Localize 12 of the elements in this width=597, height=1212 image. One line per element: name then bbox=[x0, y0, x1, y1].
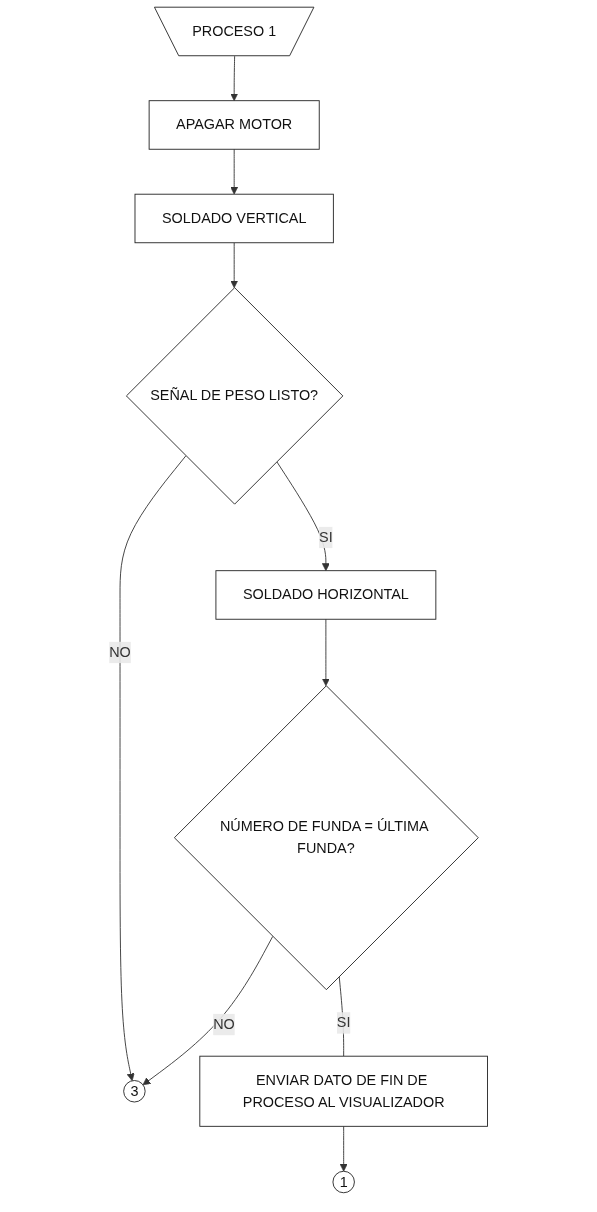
edge-label: SI bbox=[319, 529, 333, 545]
node-circle: 1 bbox=[332, 1170, 355, 1194]
edge-label: NO bbox=[213, 1016, 235, 1032]
node-circle: 3 bbox=[123, 1080, 146, 1103]
node-box: SOLDADO VERTICAL bbox=[134, 193, 334, 244]
edge-label: NO bbox=[109, 644, 131, 660]
node-box: APAGAR MOTOR bbox=[148, 100, 320, 150]
edge-label: SI bbox=[337, 1014, 351, 1031]
node-box: SOLDADO HORIZONTAL bbox=[215, 570, 437, 620]
node-diamond: NÚMERO DE FUNDA = ÚLTIMA FUNDA? bbox=[174, 685, 479, 991]
node-box: ENVIAR DATO DE FIN DE PROCESO AL VISUALIZADOR bbox=[199, 1055, 489, 1127]
node-diamond: SEÑAL DE PESO LISTO? bbox=[126, 287, 344, 505]
